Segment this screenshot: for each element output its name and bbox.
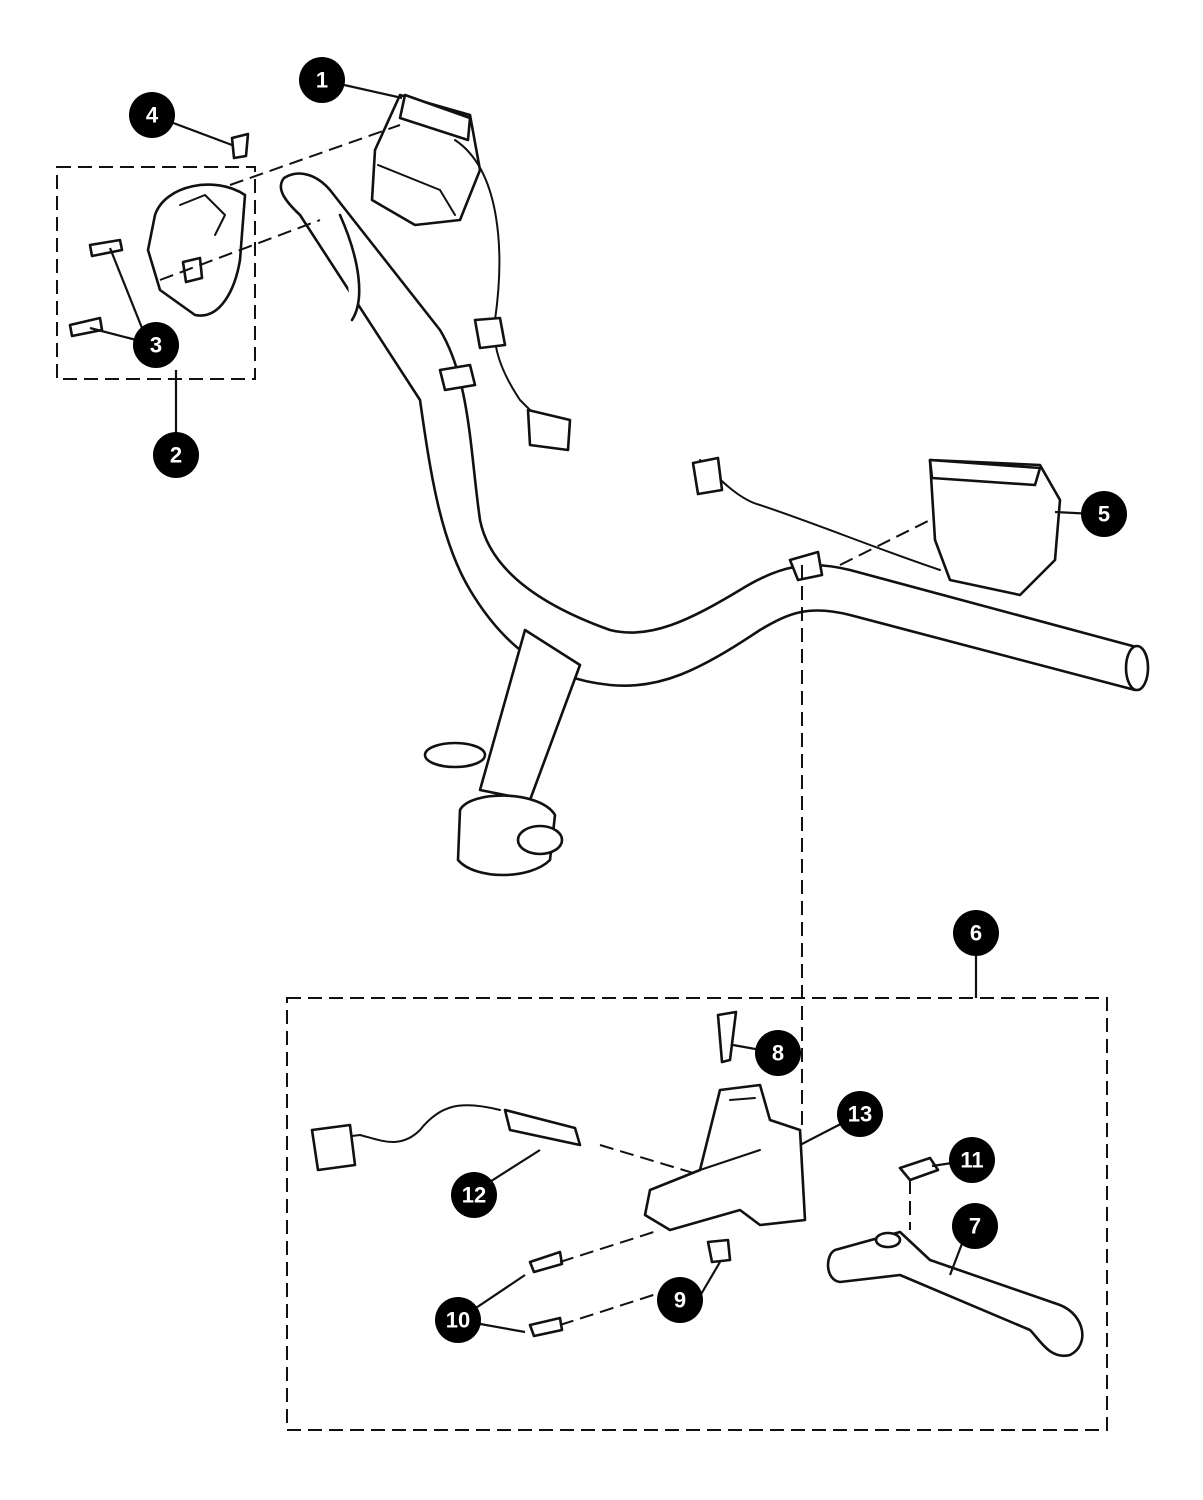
brake-light-switch (310, 1104, 582, 1172)
clip (898, 1156, 940, 1182)
callout-10: 10 (435, 1297, 481, 1343)
callout-label: 12 (462, 1183, 486, 1208)
steering-stem (423, 628, 582, 877)
assembly-outlines (56, 124, 1108, 1431)
callout-label: 10 (446, 1308, 470, 1333)
callout-13: 13 (837, 1091, 883, 1137)
callout-label: 8 (772, 1041, 784, 1066)
callout-8: 8 (755, 1030, 801, 1076)
screws-lower (528, 1250, 564, 1338)
lever-bracket (643, 1083, 807, 1232)
left-switch-housing (370, 93, 572, 452)
pivot-pin (716, 1010, 738, 1064)
assembly-box-6 (286, 997, 1108, 1431)
callout-3: 3 (133, 322, 179, 368)
callout-7: 7 (952, 1203, 998, 1249)
callout-label: 11 (960, 1148, 983, 1173)
callout-2: 2 (153, 432, 199, 478)
callout-label: 6 (970, 921, 982, 946)
assembly-box-2 (56, 166, 256, 380)
callout-5: 5 (1081, 491, 1127, 537)
callout-12: 12 (451, 1172, 497, 1218)
callout-label: 2 (170, 443, 182, 468)
callout-label: 9 (674, 1288, 686, 1313)
callout-label: 3 (150, 333, 162, 358)
leader-lines (89, 78, 1095, 1334)
handlebar (279, 172, 1150, 692)
lever-pivot-hole (874, 1231, 902, 1249)
brake-lever (826, 1230, 1084, 1358)
callout-1: 1 (299, 57, 345, 103)
callout-9: 9 (657, 1277, 703, 1323)
callout-label: 4 (146, 103, 159, 128)
nut (706, 1238, 732, 1264)
callout-6: 6 (953, 910, 999, 956)
callout-label: 1 (316, 68, 328, 93)
callout-4: 4 (129, 92, 175, 138)
screws-left (68, 132, 250, 338)
callout-label: 7 (969, 1214, 981, 1239)
callout-label: 5 (1098, 502, 1110, 527)
callout-11: 11 (949, 1137, 995, 1183)
right-switch-housing (691, 456, 1062, 597)
left-cover (146, 183, 247, 317)
callout-label: 13 (848, 1102, 872, 1127)
